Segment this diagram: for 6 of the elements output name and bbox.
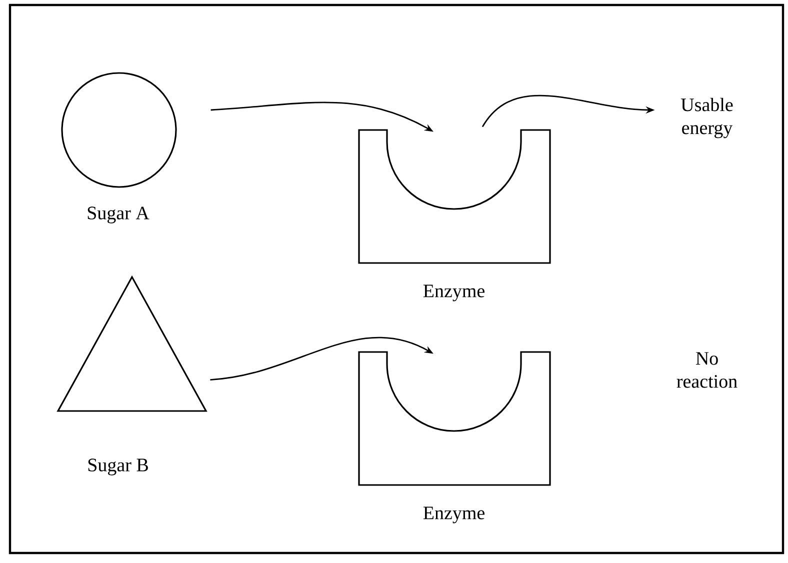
node-label: Enzyme	[423, 506, 484, 524]
node-label: Sugar B	[88, 458, 148, 476]
node-label: Usable energy	[681, 98, 733, 138]
node-label: Enzyme	[423, 284, 484, 302]
node-label: Sugar A	[88, 206, 150, 224]
note-text: No reaction	[676, 352, 738, 388]
